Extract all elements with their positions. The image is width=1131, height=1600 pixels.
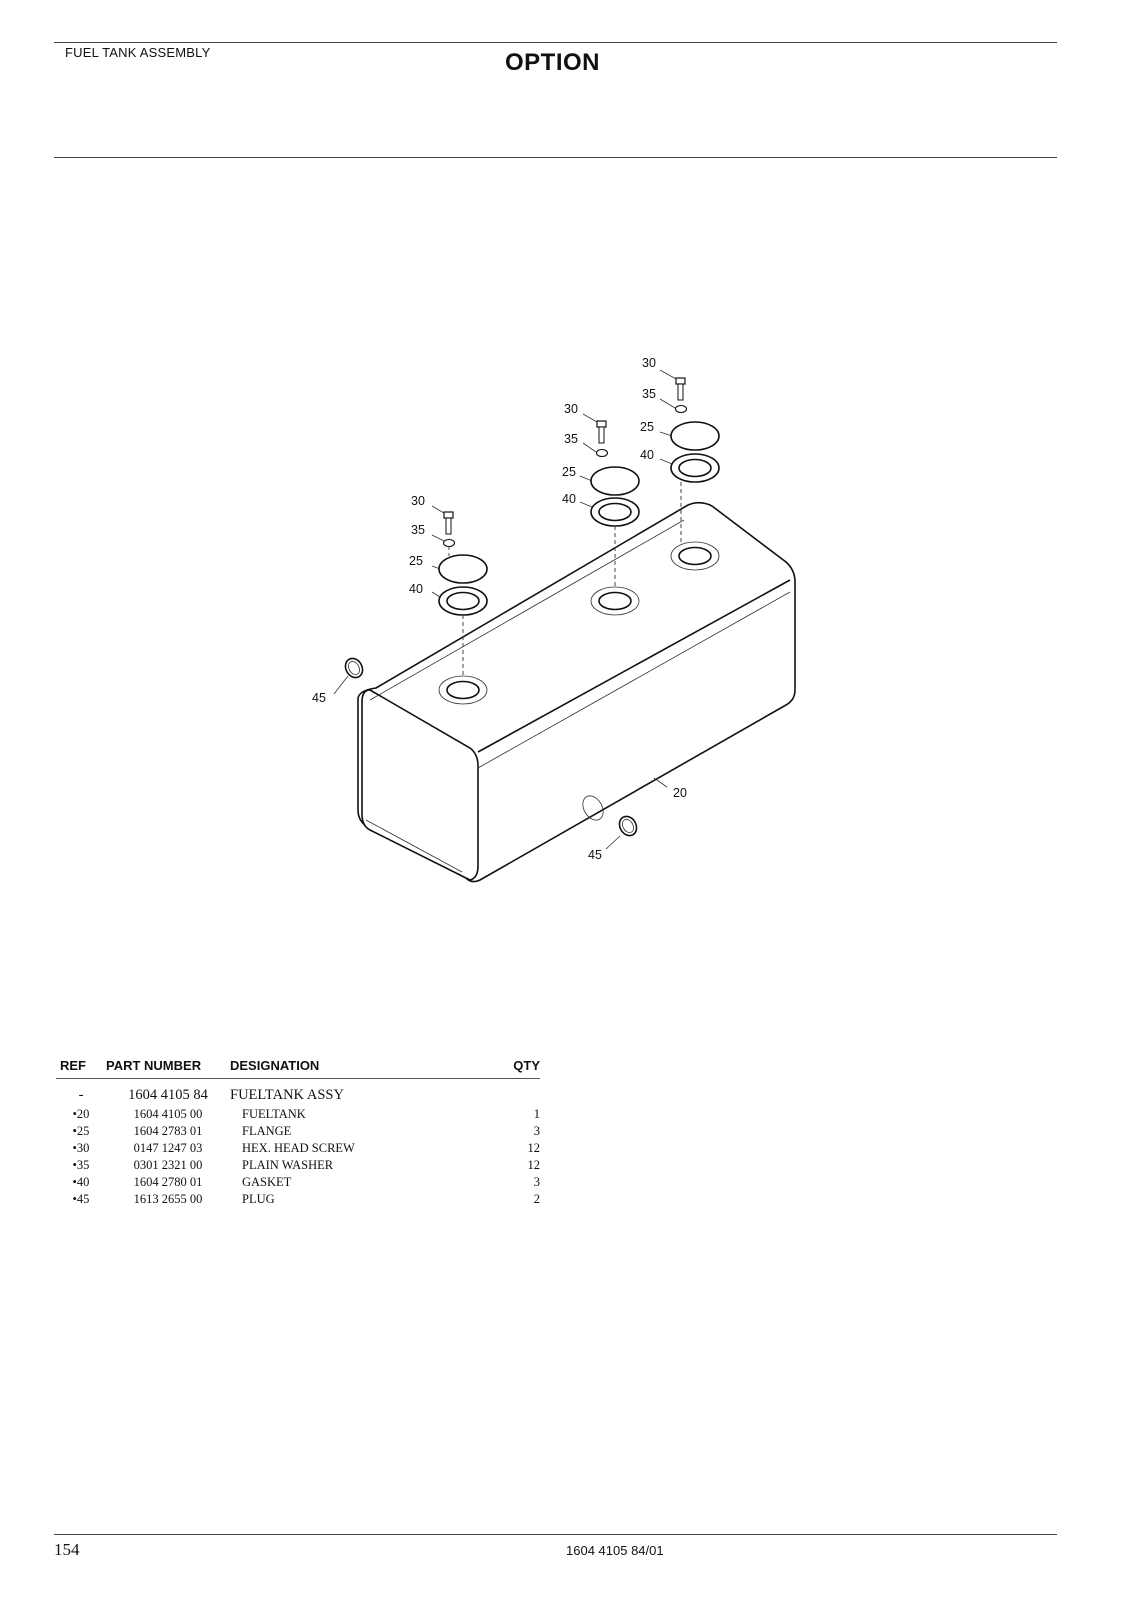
cell-designation: PLAIN WASHER	[242, 1158, 334, 1172]
tank-port-1	[438, 675, 488, 705]
screw-stack-1	[438, 511, 488, 676]
callout-label: 45	[588, 848, 602, 862]
cell-qty: 3	[533, 1124, 540, 1138]
column-header-qty: QTY	[485, 1058, 540, 1079]
cell-part-number: 1613 2655 00	[133, 1192, 203, 1206]
fuel-tank-body	[357, 501, 796, 883]
cell-ref: •40	[72, 1175, 90, 1189]
parts-list-table: REF PART NUMBER DESIGNATION QTY - 1604 4…	[56, 1058, 540, 1208]
cell-qty: 3	[533, 1175, 540, 1189]
header-bottom-rule	[54, 157, 1057, 158]
callout-label: 30	[411, 494, 425, 508]
tank-port-3	[670, 541, 720, 571]
screw-stack-3	[670, 377, 720, 542]
cell-ref: -	[78, 1087, 84, 1103]
table-row-assembly: - 1604 4105 84 FUELTANK ASSY	[56, 1079, 540, 1107]
cell-qty: 2	[533, 1192, 540, 1206]
table-header-row: REF PART NUMBER DESIGNATION QTY	[56, 1058, 540, 1079]
table-row: •30 0147 1247 03 HEX. HEAD SCREW 12	[56, 1140, 540, 1157]
callout-label: 40	[409, 582, 423, 596]
callout-label: 30	[642, 356, 656, 370]
cell-qty: 12	[527, 1158, 541, 1172]
cell-part-number: 1604 2780 01	[133, 1175, 203, 1189]
callout-label: 30	[564, 402, 578, 416]
option-heading: OPTION	[505, 49, 601, 76]
callout-label: 25	[562, 465, 576, 479]
callout-label: 25	[409, 554, 423, 568]
cell-designation: FLANGE	[242, 1124, 292, 1138]
column-header-designation: DESIGNATION	[230, 1058, 486, 1079]
cell-designation: HEX. HEAD SCREW	[242, 1141, 355, 1155]
callout-label: 35	[564, 432, 578, 446]
cell-designation: FUELTANK ASSY	[230, 1087, 344, 1103]
plug-bottom	[582, 795, 638, 837]
cell-ref: •45	[72, 1192, 90, 1206]
column-header-part-number: PART NUMBER	[106, 1058, 230, 1079]
footer-rule	[54, 1534, 1057, 1535]
callout-label: 40	[562, 492, 576, 506]
callout-label: 20	[673, 786, 687, 800]
cell-ref: •35	[72, 1158, 90, 1172]
table-row: •25 1604 2783 01 FLANGE 3	[56, 1123, 540, 1140]
table-row: •40 1604 2780 01 GASKET 3	[56, 1174, 540, 1191]
table-row: •20 1604 4105 00 FUELTANK 1	[56, 1106, 540, 1123]
cell-part-number: 1604 2783 01	[133, 1124, 203, 1138]
callout-label: 35	[411, 523, 425, 537]
cell-part-number: 0301 2321 00	[133, 1158, 203, 1172]
plug-left	[344, 657, 364, 679]
table-row: •35 0301 2321 00 PLAIN WASHER 12	[56, 1157, 540, 1174]
cell-qty	[485, 1079, 540, 1107]
cell-part-number: 1604 4105 84	[128, 1087, 208, 1103]
section-title: FUEL TANK ASSEMBLY	[65, 45, 211, 60]
table-row: •45 1613 2655 00 PLUG 2	[56, 1191, 540, 1208]
screw-stack-2	[590, 420, 640, 587]
cell-designation: GASKET	[242, 1175, 292, 1189]
cell-ref: •30	[72, 1141, 90, 1155]
cell-ref: •20	[72, 1107, 90, 1121]
page-number: 154	[54, 1540, 80, 1559]
document-number: 1604 4105 84/01	[566, 1543, 664, 1558]
callout-labels: 30 35 25 40 30 35 25 40 30 35 25 40 45 2…	[312, 356, 687, 862]
callout-label: 45	[312, 691, 326, 705]
header-top-rule	[54, 42, 1057, 43]
cell-part-number: 1604 4105 00	[133, 1107, 203, 1121]
cell-ref: •25	[72, 1124, 90, 1138]
cell-qty: 12	[527, 1141, 541, 1155]
cell-designation: FUELTANK	[242, 1107, 306, 1121]
callout-label: 40	[640, 448, 654, 462]
column-header-ref: REF	[56, 1058, 106, 1079]
fuel-tank-exploded-diagram: 30 35 25 40 30 35 25 40 30 35 25 40 45 2…	[312, 356, 796, 883]
cell-part-number: 0147 1247 03	[133, 1141, 203, 1155]
cell-qty: 1	[533, 1107, 540, 1121]
callout-label: 25	[640, 420, 654, 434]
callout-label: 35	[642, 387, 656, 401]
cell-designation: PLUG	[242, 1192, 275, 1206]
tank-port-2	[590, 586, 640, 616]
callout-leaders	[333, 369, 677, 850]
